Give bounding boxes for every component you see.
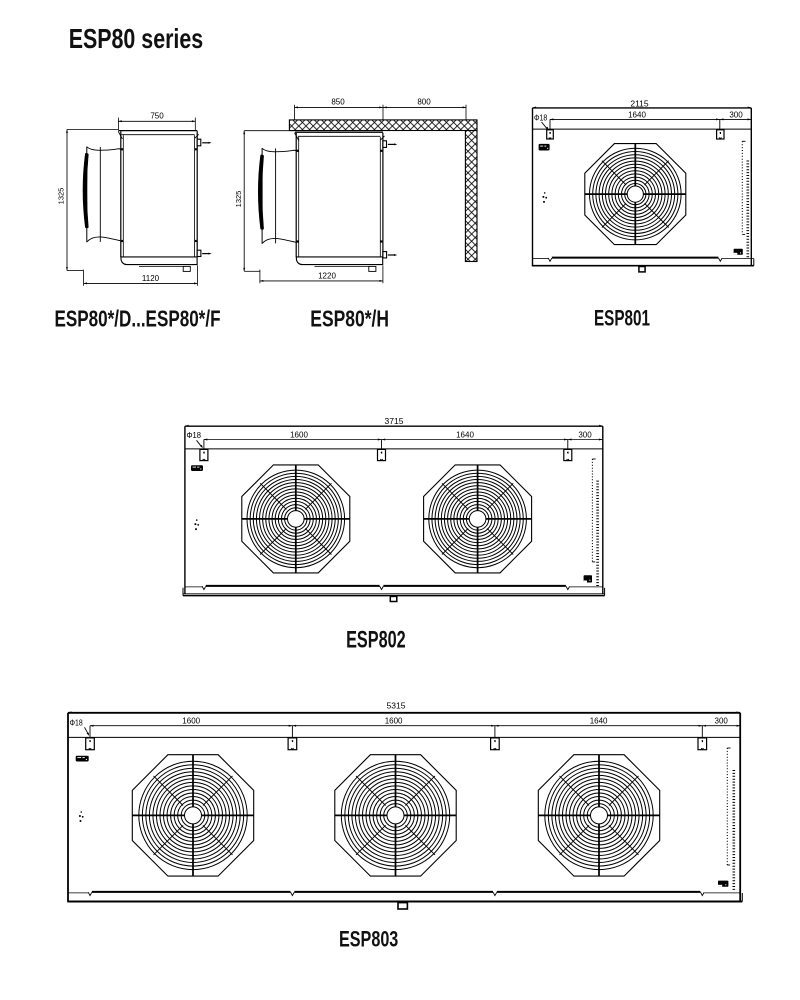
svg-text:1325: 1325 [57,188,66,205]
svg-text:ESP803: ESP803 [339,927,398,952]
svg-text:Φ18: Φ18 [187,431,202,440]
svg-text:ESP80*/D...ESP80*/F: ESP80*/D...ESP80*/F [55,306,221,332]
svg-text:ESP80*/H: ESP80*/H [310,306,389,332]
svg-text:1600: 1600 [385,717,403,726]
svg-text:Φ18: Φ18 [534,113,548,122]
svg-text:ESP801: ESP801 [594,306,650,331]
svg-text:Φ18: Φ18 [70,719,84,728]
svg-text:1325: 1325 [234,191,243,208]
svg-text:300: 300 [578,430,592,439]
svg-text:1220: 1220 [318,272,336,281]
svg-text:1120: 1120 [142,274,160,283]
svg-text:1640: 1640 [628,110,646,119]
svg-text:5315: 5315 [387,700,406,710]
svg-text:3715: 3715 [385,416,404,426]
svg-text:850: 850 [331,98,345,107]
svg-text:750: 750 [150,112,164,121]
svg-text:1640: 1640 [456,430,474,439]
svg-text:2115: 2115 [630,98,649,108]
svg-text:1600: 1600 [290,430,308,439]
svg-text:300: 300 [729,110,743,119]
svg-text:1600: 1600 [182,717,200,726]
svg-text:ESP80 series: ESP80 series [69,23,204,54]
svg-text:1640: 1640 [590,717,608,726]
svg-text:800: 800 [417,98,431,107]
svg-text:300: 300 [715,717,729,726]
svg-text:ESP802: ESP802 [346,627,406,654]
